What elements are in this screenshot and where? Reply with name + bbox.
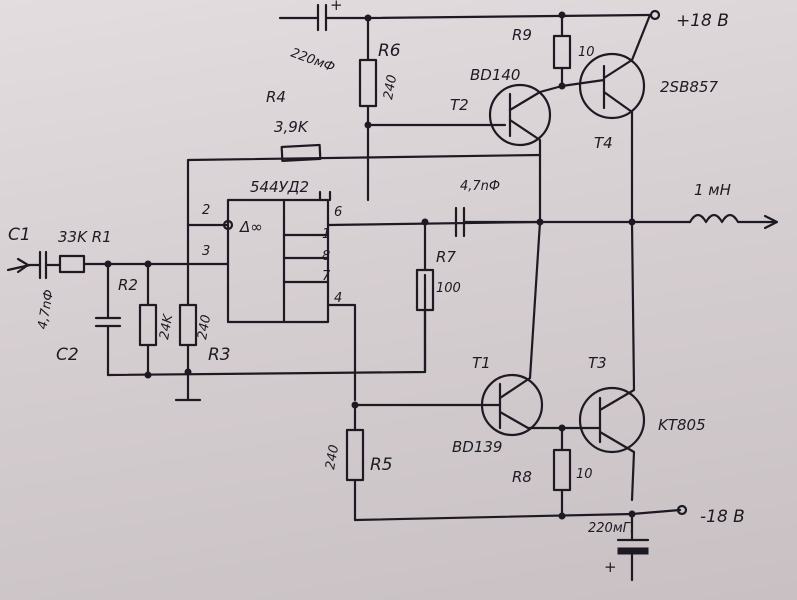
label-pin7: 7 [322,269,331,284]
label-r7: R7 [436,248,456,266]
label-t4-type: 2SB857 [660,78,718,96]
label-cap-mid: 4,7nФ [460,179,500,194]
label-supply-neg: -18 B [700,507,745,527]
capacitor-c1 [28,250,62,280]
label-c2-value: 4,7nФ [35,288,57,330]
label-r2: R2 [118,276,138,294]
capacitor-top [278,3,370,32]
resistor-r7 [415,220,435,374]
label-cap-bottom-plus: + [604,558,617,576]
transistor-t1 [353,220,562,437]
capacitor-bottom [616,512,650,582]
label-r3: R3 [208,345,231,365]
label-r3-value: 240 [195,314,214,341]
label-pin3: 3 [202,244,210,259]
label-r7-value: 100 [436,281,461,296]
label-r9-value: 10 [578,45,595,60]
label-t1-type: BD139 [452,438,502,456]
capacitor-c2 [94,262,122,377]
label-r8-value: 10 [576,467,593,482]
wire-positive-rail [366,13,652,20]
label-supply-pos: +18 B [676,11,729,31]
resistor-r4 [280,143,322,163]
transistor-t3 [558,220,646,502]
resistor-r8 [552,426,572,518]
label-t3-type: KT805 [658,416,706,434]
resistor-r5 [345,403,365,522]
label-cap-bottom: 220мГ. [588,521,634,536]
negative-terminal [676,504,688,516]
inductor-1mh [688,213,779,230]
label-inductor: 1 мН [694,181,731,199]
label-r1: 33K R1 [58,228,112,246]
label-r5: R5 [370,455,393,475]
label-r4-value: 3,9K [274,118,309,136]
label-opamp: 544УД2 [250,178,309,196]
label-opamp-symbol: Δ∞ [239,218,263,236]
label-r8: R8 [512,468,532,486]
resistor-r2 [138,262,158,377]
junction-dots [104,11,636,520]
label-cap-top: 220мФ [289,46,337,76]
label-pin4: 4 [334,291,342,306]
label-r4: R4 [266,88,286,106]
transistor-t2 [488,83,564,224]
label-r2-value: 24K [157,312,176,341]
label-cap-top-plus: + [330,0,343,14]
label-pin6: 6 [334,205,342,220]
label-pin1: 1 [322,227,330,242]
label-r6: R6 [378,41,401,61]
positive-terminal [649,9,661,21]
label-c1: C1 [8,225,31,245]
label-t1: T1 [472,354,491,372]
label-t2: T2 [450,96,469,114]
input-terminal [6,257,32,274]
label-pin8: 8 [322,249,330,264]
label-t3: T3 [588,354,607,372]
label-t4: T4 [594,134,613,152]
resistor-r6 [358,16,378,202]
label-t2-type: BD140 [470,66,520,84]
label-r9: R9 [512,26,532,44]
resistor-r9 [552,13,572,88]
transistor-t4 [560,13,652,224]
label-pin2: 2 [202,203,210,218]
label-r6-value: 240 [381,74,400,101]
label-c2: C2 [56,345,79,365]
resistor-r1 [58,254,110,274]
label-r5-value: 240 [323,444,342,471]
